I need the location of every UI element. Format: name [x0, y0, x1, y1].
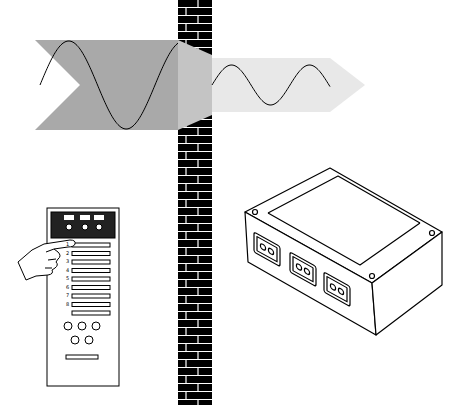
- remote-control: [47, 208, 119, 386]
- remote-button: [72, 277, 110, 281]
- remote-button: [72, 311, 110, 315]
- remote-button: [72, 252, 110, 256]
- button-number: 6: [66, 285, 69, 290]
- sine-wave: [40, 41, 178, 129]
- attenuation-zone: [178, 40, 212, 130]
- remote-button: [72, 286, 110, 290]
- remote-button: [72, 269, 110, 273]
- sine-wave-weak: [212, 65, 330, 105]
- receiver-box: [245, 168, 442, 335]
- remote-button: [72, 303, 110, 307]
- button-number: 2: [66, 251, 69, 256]
- button-number: 7: [66, 293, 69, 298]
- signal-band-weak: [210, 58, 365, 112]
- connector-port: [254, 232, 280, 266]
- button-number: 5: [66, 276, 69, 281]
- button-number: 3: [66, 259, 69, 264]
- brick-wall: [178, 0, 212, 405]
- remote-button: [72, 243, 110, 247]
- button-number: 1: [66, 242, 69, 247]
- remote-button: [72, 260, 110, 264]
- remote-button: [72, 294, 110, 298]
- button-number: 4: [66, 268, 69, 273]
- pointing-hand: [18, 240, 75, 280]
- connector-port: [324, 272, 350, 306]
- button-number: 8: [66, 302, 69, 307]
- connector-port: [290, 252, 316, 286]
